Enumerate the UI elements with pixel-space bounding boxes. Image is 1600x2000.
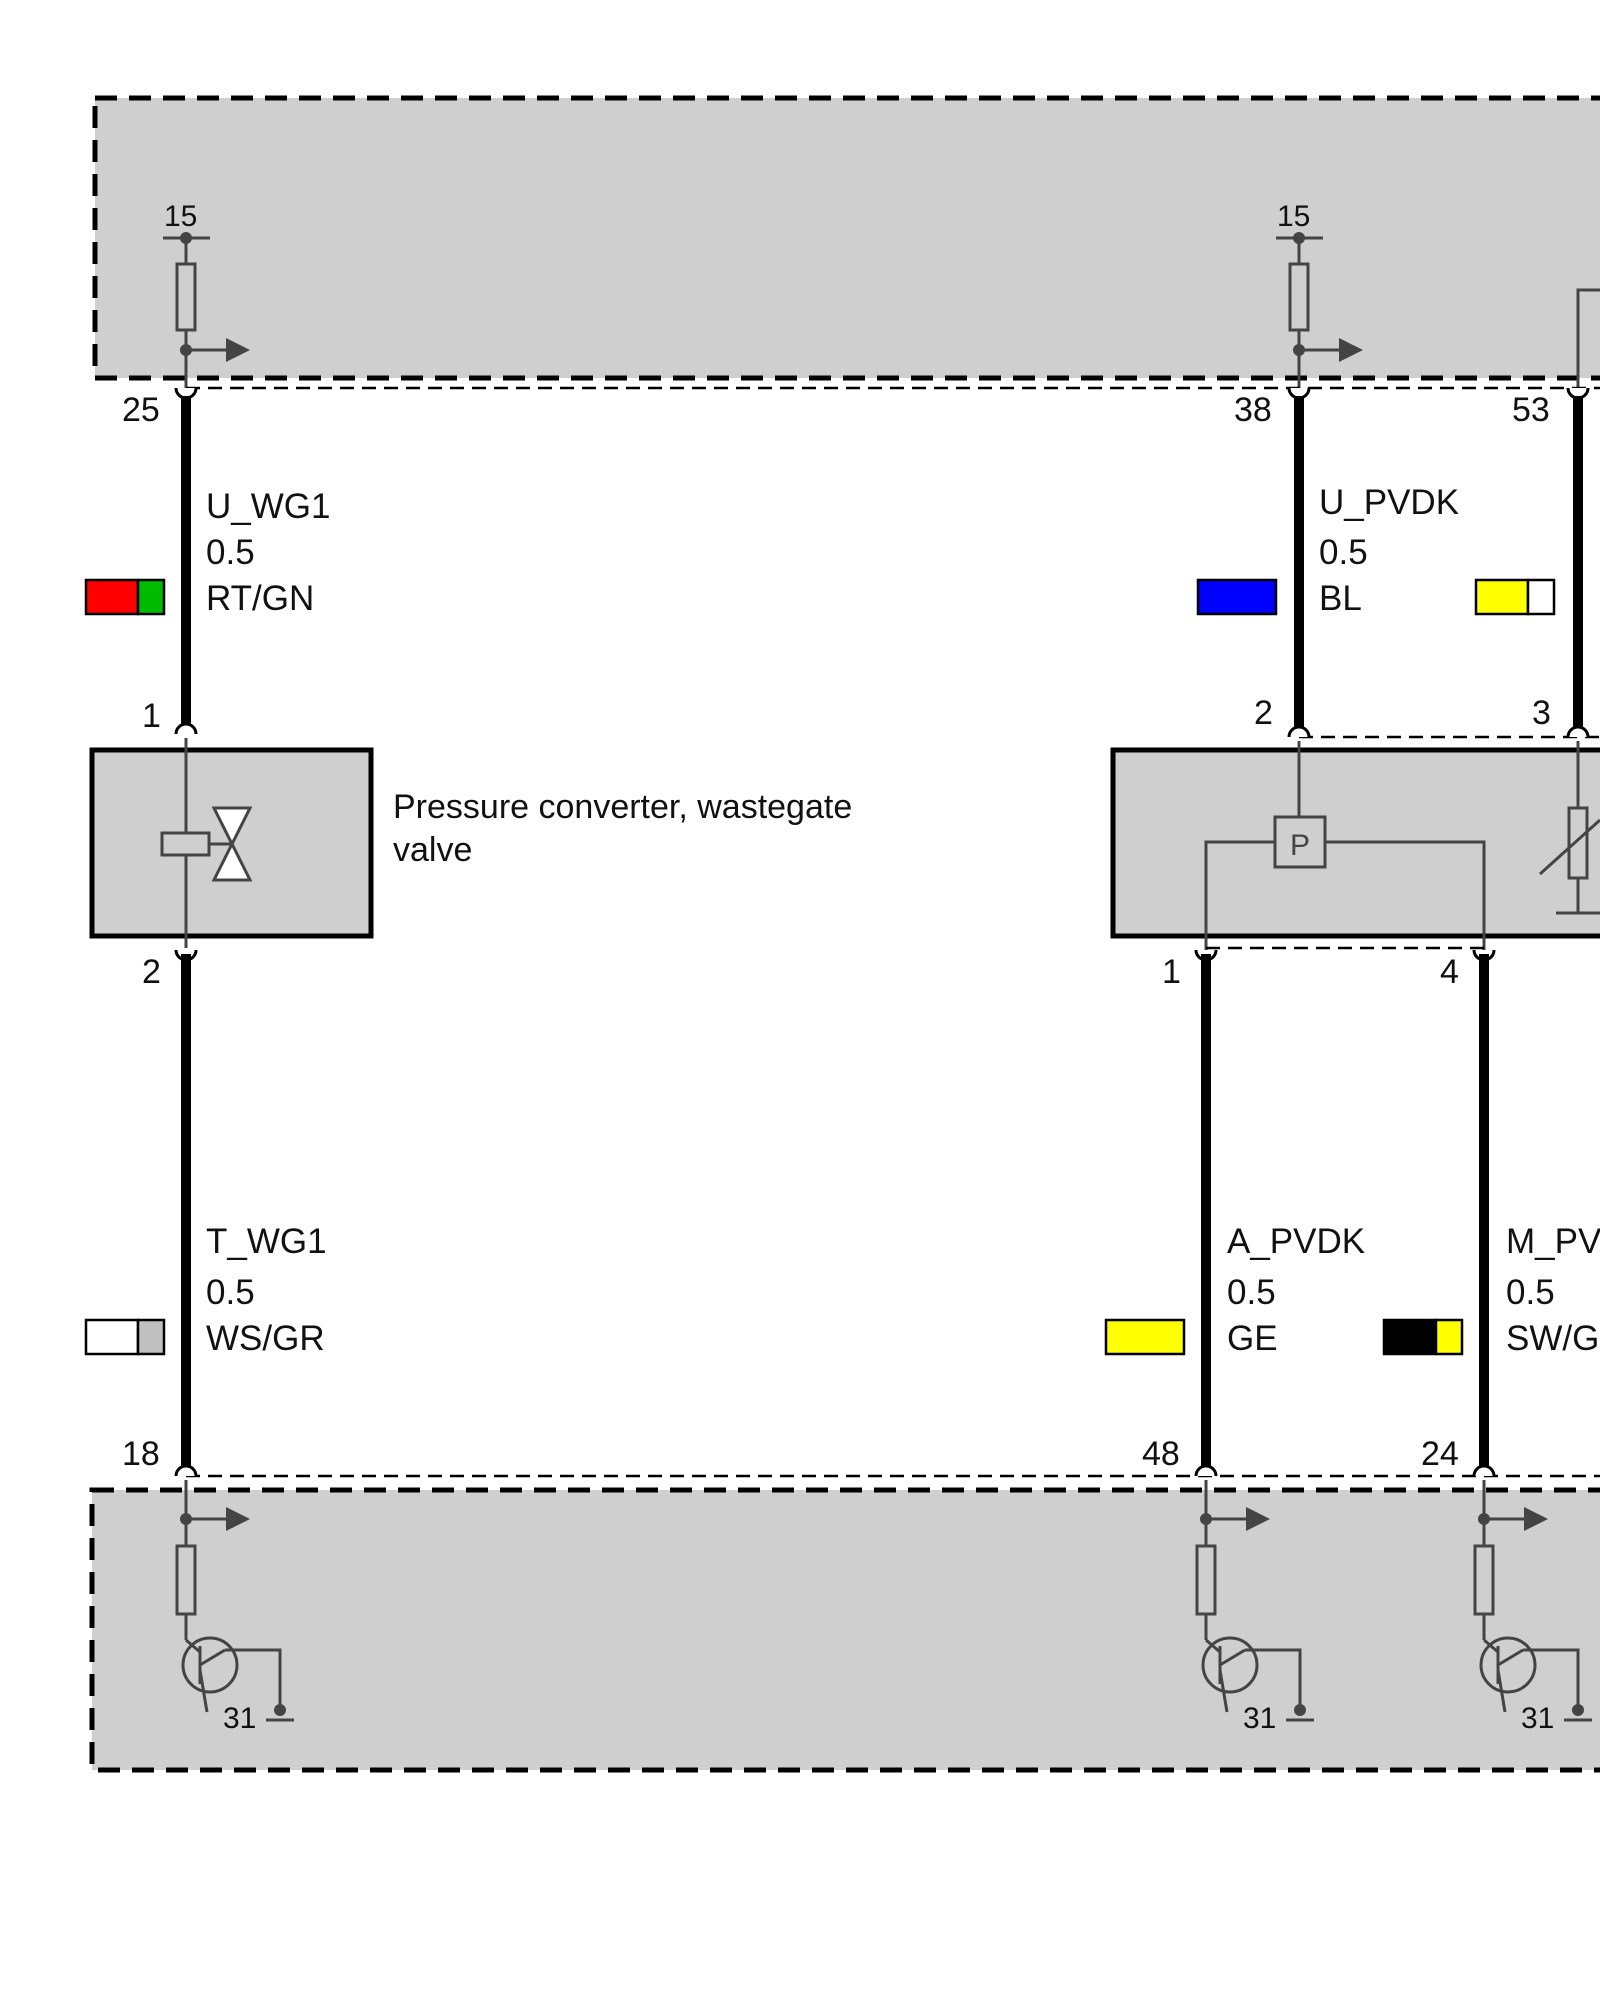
wire-color-code: SW/G bbox=[1506, 1319, 1599, 1358]
wire-signal-label: M_PV bbox=[1506, 1222, 1600, 1261]
transistor-driver-3 bbox=[1473, 1480, 1580, 1713]
pin-arc bbox=[1472, 1464, 1496, 1477]
pin-number: 53 bbox=[1512, 391, 1550, 429]
junction-dot bbox=[180, 344, 192, 356]
top-control-module bbox=[92, 95, 1600, 381]
pin-arc bbox=[1566, 725, 1590, 738]
junction-dot bbox=[1478, 1513, 1490, 1525]
ground-dot bbox=[1572, 1704, 1584, 1716]
pressure-sensor-icon bbox=[1204, 741, 1486, 950]
component-description: Pressure converter, wastegate bbox=[393, 788, 852, 826]
wire-color-swatch bbox=[84, 1318, 166, 1356]
terminal-label-31: 31 bbox=[1521, 1702, 1554, 1735]
output-arrow-icon bbox=[1524, 1507, 1548, 1531]
top-supply-circuit-1 bbox=[163, 236, 228, 392]
wire-color-code: RT/GN bbox=[206, 579, 314, 618]
junction-dot bbox=[1200, 1513, 1212, 1525]
pin-number: 2 bbox=[142, 953, 161, 991]
wire-signal-label: U_PVDK bbox=[1319, 483, 1459, 522]
output-arrow-icon bbox=[1339, 338, 1363, 362]
junction-dot bbox=[1293, 344, 1305, 356]
wire-color-swatch bbox=[1196, 578, 1278, 616]
output-arrow-icon bbox=[226, 1507, 250, 1531]
pin-number: 48 bbox=[1142, 1435, 1180, 1473]
wire-color-swatch bbox=[1474, 578, 1556, 616]
wire-color-code: GE bbox=[1227, 1319, 1278, 1358]
wire-color-swatch bbox=[1104, 1318, 1186, 1356]
ground-dot bbox=[1294, 1704, 1306, 1716]
junction-dot bbox=[180, 232, 192, 244]
pin-arc bbox=[1194, 1464, 1218, 1477]
terminal-label-15: 15 bbox=[164, 200, 197, 233]
component-description: valve bbox=[393, 831, 472, 869]
terminal-label-15: 15 bbox=[1277, 200, 1310, 233]
wire-gauge-label: 0.5 bbox=[1319, 533, 1368, 572]
solenoid-valve-icon bbox=[160, 738, 253, 948]
pin-number: 2 bbox=[1254, 694, 1273, 732]
wire-gauge-label: 0.5 bbox=[1227, 1273, 1276, 1312]
wire-color-swatch bbox=[1382, 1318, 1464, 1356]
pin-arc bbox=[174, 722, 198, 735]
pin-arc bbox=[174, 1464, 198, 1477]
top-supply-circuit-2 bbox=[1276, 236, 1341, 392]
pin-number: 25 bbox=[122, 391, 160, 429]
wire-gauge-label: 0.5 bbox=[1506, 1273, 1555, 1312]
wire-gauge-label: 0.5 bbox=[206, 1273, 255, 1312]
wire-color-code: BL bbox=[1319, 579, 1362, 618]
pin-number: 18 bbox=[122, 1435, 160, 1473]
temperature-sensor-icon bbox=[1538, 741, 1600, 915]
wire-signal-label: U_WG1 bbox=[206, 487, 330, 526]
ground-dot bbox=[274, 1704, 286, 1716]
pin-number: 1 bbox=[142, 697, 161, 735]
output-arrow-icon bbox=[1246, 1507, 1270, 1531]
junction-dot bbox=[180, 1513, 192, 1525]
pin-number: 24 bbox=[1421, 1435, 1459, 1473]
bottom-control-module bbox=[89, 1487, 1600, 1773]
wire-color-swatch bbox=[84, 578, 166, 616]
wire-gauge-label: 0.5 bbox=[206, 533, 255, 572]
pin-number: 4 bbox=[1440, 953, 1459, 991]
output-arrow-icon bbox=[226, 338, 250, 362]
wire-signal-label: A_PVDK bbox=[1227, 1222, 1365, 1261]
pin-arc bbox=[1287, 725, 1311, 738]
junction-dot bbox=[1293, 232, 1305, 244]
top-circuit-3-partial bbox=[1576, 288, 1600, 392]
pin-number: 1 bbox=[1162, 953, 1181, 991]
pin-number: 3 bbox=[1532, 694, 1551, 732]
terminal-label-31: 31 bbox=[223, 1702, 256, 1735]
wire-signal-label: T_WG1 bbox=[206, 1222, 327, 1261]
pin-number: 38 bbox=[1234, 391, 1272, 429]
transistor-driver-1 bbox=[175, 1480, 282, 1713]
pressure-symbol: P bbox=[1290, 829, 1310, 862]
terminal-label-31: 31 bbox=[1243, 1702, 1276, 1735]
transistor-driver-2 bbox=[1195, 1480, 1302, 1713]
wire-color-code: WS/GR bbox=[206, 1319, 325, 1358]
